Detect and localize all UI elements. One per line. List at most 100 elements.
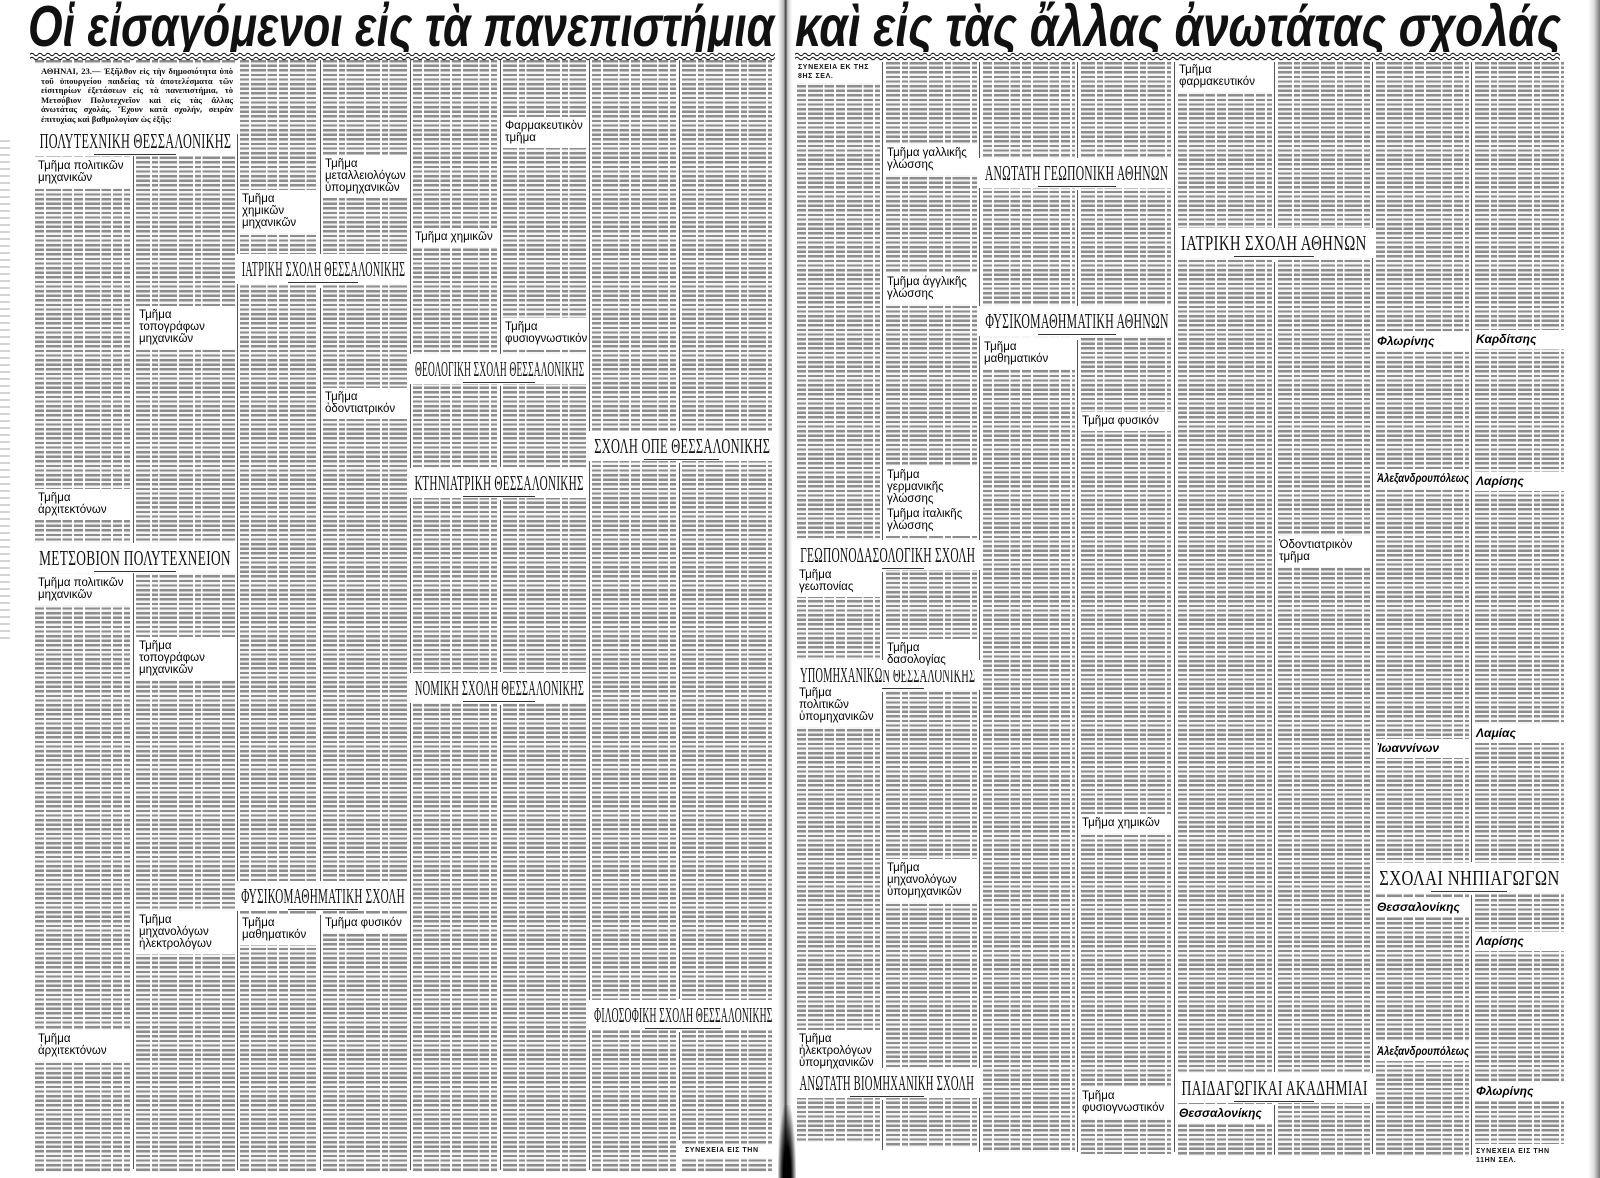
column-rule (679, 463, 680, 999)
city-heading: Φλωρίνης (1373, 332, 1471, 351)
department-heading: Τμῆμα τοπογράφων μηχανικῶν (135, 637, 236, 680)
text-column (240, 60, 318, 1172)
city-name: Λαμίας (1476, 726, 1516, 740)
continued-on-note: ΣΥΝΕΧΕΙΑ ΕΙΣ ΤΗΝ 11ΗΝ ΣΕΛ. (1473, 1146, 1565, 1167)
section-heading: ΑΝΩΤΑΤΗ ΒΙΟΜΗΧΑΝΙΚΗ ΣΧΟΛΗ (794, 1068, 980, 1098)
page-edge-shadow (0, 140, 10, 640)
section-heading: ΝΟΜΙΚΗ ΣΧΟΛΗ ΘΕΣΣΑΛΟΝΙΚΗΣ (409, 673, 589, 703)
section-heading: ΙΑΤΡΙΚΗ ΣΧΟΛΗ ΑΘΗΝΩΝ (1175, 228, 1373, 258)
city-heading: Ἰωαννίνων (1373, 739, 1471, 758)
text-column (1178, 62, 1272, 1156)
column-rule (1077, 340, 1078, 1152)
department-heading: Τμῆμα ἰταλικῆς γλώσσης (883, 505, 979, 536)
department-heading: Τμῆμα μεταλλειολόγων ὑπομηχανικῶν (321, 155, 410, 198)
column-rule (1174, 62, 1175, 1152)
section-title: ΣΧΟΛΑΙ ΝΗΠΙΑΓΩΓΩΝ (1378, 866, 1560, 890)
column-rule (133, 569, 134, 1169)
department-heading: Τμῆμα πολιτικῶν ὑπομηχανικῶν (795, 684, 882, 727)
column-rule (1274, 1105, 1275, 1155)
column-rule (237, 134, 238, 1170)
city-name: Φλωρίνης (1377, 334, 1435, 348)
section-heading: ΦΥΣΙΚΟΜΑΘΗΜΑΤΙΚΗ ΣΧΟΛΗ (236, 881, 410, 911)
city-name: Ἰωαννίνων (1377, 741, 1440, 755)
column-rule (882, 692, 883, 1068)
column-rule (1274, 262, 1275, 1072)
section-title: ΜΕΤΣΟΒΙΟΝ ΠΟΛΥΤΕΧΝΕΙΟΝ (39, 546, 231, 570)
section-heading: ΦΥΣΙΚΟΜΑΘΗΜΑΤΙΚΗ ΑΘΗΝΩΝ (979, 306, 1174, 336)
wavy-rule (795, 52, 1560, 61)
column-rule (1077, 62, 1078, 158)
column-rule (1471, 895, 1472, 1155)
column-rule (1372, 62, 1373, 1154)
department-heading: Τμῆμα ὀδοντιατρικόν (321, 388, 410, 419)
city-heading: Θεσσαλονίκης (1373, 898, 1471, 917)
section-title: ΘΕΟΛΟΓΙΚΗ ΣΧΟΛΗ ΘΕΣΣΑΛΟΝΙΚΗΣ (414, 357, 584, 381)
city-heading: Ἀλεξανδρουπόλεως (1373, 1042, 1471, 1061)
column-rule (589, 60, 590, 1170)
department-heading: Τμῆμα φυσικόν (1078, 412, 1174, 431)
section-title: ΙΑΤΡΙΚΗ ΣΧΟΛΗ ΑΘΗΝΩΝ (1180, 231, 1367, 255)
headline-right: καὶ εἰς τὰς ἄλλας ἀνωτάτας σχολάς (795, 0, 1565, 52)
department-heading: Τμῆμα γαλλικῆς γλώσσης (883, 144, 979, 175)
department-heading: Τμῆμα χημικῶν (411, 228, 500, 247)
column-rule (679, 1032, 680, 1140)
department-heading: Τμῆμα μαθηματικόν (980, 338, 1077, 369)
section-heading: ΑΝΩΤΑΤΗ ΓΕΩΠΟΝΙΚΗ ΑΘΗΝΩΝ (979, 158, 1174, 188)
department-heading: Τμῆμα ἠλεκτρολόγων ὑπομηχανικῶν (795, 1030, 882, 1073)
section-title: ΓΕΩΠΟΝΟΔΑΣΟΛΟΓΙΚΗ ΣΧΟΛΗ (799, 543, 975, 567)
department-heading: Τμῆμα δασολογίας (883, 639, 979, 670)
section-heading: ΙΑΤΡΙΚΗ ΣΧΟΛΗ ΘΕΣΣΑΛΟΝΙΚΗΣ (236, 254, 410, 284)
city-heading: Λαμίας (1472, 724, 1565, 743)
text-column (592, 60, 676, 1172)
city-name: Λαρίσης (1476, 934, 1524, 948)
column-rule (882, 62, 883, 540)
department-heading: Τμῆμα τοπογράφων μηχανικῶν (135, 306, 236, 349)
city-name: Ἀλεξανδρουπόλεως (1377, 1044, 1470, 1058)
department-heading: Τμῆμα πολιτικῶν μηχανικῶν (34, 157, 132, 188)
section-heading: ΣΧΟΛΗ ΟΠΕ ΘΕΣΣΑΛΟΝΙΚΗΣ (588, 431, 775, 461)
column-rule (1077, 190, 1078, 306)
department-heading: Τμῆμα μηχανολόγων ἠλεκτρολόγων (135, 911, 236, 954)
text-column (1278, 62, 1370, 1156)
continued-on-note: ΣΥΝΕΧΕΙΑ ΕΙΣ ΤΗΝ (682, 1145, 776, 1158)
column-rule (320, 288, 321, 884)
column-rule (1471, 62, 1472, 862)
department-heading: Φαρμακευτικὸν τμῆμα (501, 117, 589, 148)
column-rule (500, 60, 501, 354)
city-name: Θεσσαλονίκης (1179, 1106, 1262, 1120)
department-heading: Τμῆμα ἀρχιτεκτόνων (34, 1030, 132, 1061)
department-heading: Τμῆμα χημικῶν μηχανικῶν (238, 190, 320, 233)
section-title: ΝΟΜΙΚΗ ΣΧΟΛΗ ΘΕΣΣΑΛΟΝΙΚΗΣ (414, 676, 584, 700)
text-column (1081, 62, 1171, 1154)
text-column (886, 62, 977, 1147)
city-heading: Φλωρίνης (1472, 1082, 1565, 1101)
column-rule (500, 705, 501, 1170)
department-heading: Τμῆμα φυσιογνωστικόν (1078, 1087, 1174, 1118)
column-rule (133, 150, 134, 546)
column-rule (882, 572, 883, 660)
column-rule (320, 915, 321, 1170)
city-name: Θεσσαλονίκης (1377, 900, 1460, 914)
department-heading: Τμῆμα φυσιογνωστικόν (501, 318, 589, 349)
text-column (797, 62, 880, 1142)
city-name: Ἀλεξανδρουπόλεως (1377, 471, 1470, 485)
department-heading: Τμῆμα φαρμακευτικόν (1175, 61, 1274, 92)
department-heading: Τμῆμα μαθηματικόν (238, 914, 320, 945)
section-heading: ΓΕΩΠΟΝΟΔΑΣΟΛΟΓΙΚΗ ΣΧΟΛΗ (794, 540, 980, 570)
column-rule (500, 500, 501, 672)
page-gutter (778, 0, 792, 1178)
text-column (503, 60, 586, 1172)
text-column (983, 62, 1075, 1152)
headline-text: Οἱ εἰσαγόμενοι εἰς τὰ πανεπιστήμια (28, 0, 775, 52)
section-title: ΑΝΩΤΑΤΗ ΓΕΩΠΟΝΙΚΗ ΑΘΗΝΩΝ (984, 161, 1169, 185)
intro-paragraph: ΑΘΗΝΑΙ, 23.— Ἐξῆλθον εἰς τὴν δημοσιότητα… (33, 64, 237, 128)
column-rule (882, 1100, 883, 1150)
column-rule (500, 386, 501, 467)
text-column (1376, 62, 1469, 1156)
section-heading: ΣΧΟΛΑΙ ΝΗΠΙΑΓΩΓΩΝ (1373, 863, 1565, 893)
section-heading: ΚΤΗΝΙΑΤΡΙΚΗ ΘΕΣΣΑΛΟΝΙΚΗΣ (409, 468, 589, 498)
page-edge-shadow (1588, 0, 1600, 1178)
department-heading: Τμῆμα γερμανικῆς γλώσσης (883, 466, 979, 509)
headline-left: Οἱ εἰσαγόμενοι εἰς τὰ πανεπιστήμια (28, 0, 778, 52)
text-column (1475, 62, 1564, 1144)
